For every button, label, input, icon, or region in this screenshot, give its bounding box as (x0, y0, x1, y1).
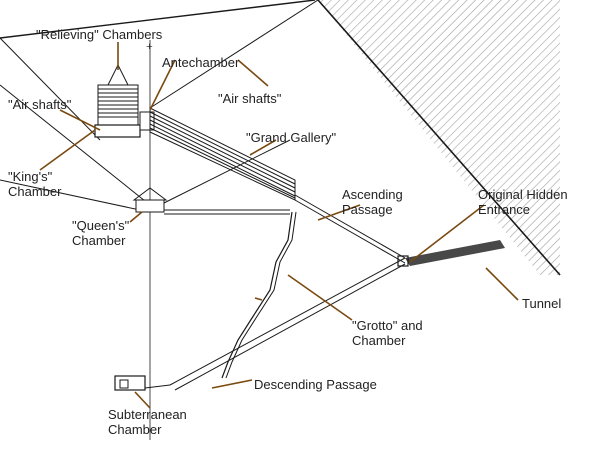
leader-lines (39, 42, 519, 409)
label-air-shafts-left: "Air shafts" (8, 97, 72, 112)
well-shaft (221, 211, 293, 379)
well-shaft-inner (225, 211, 297, 379)
pyramid-outline-right (317, 0, 561, 276)
subterranean-chamber-pit (119, 379, 129, 389)
relieving-chambers-stack (97, 63, 139, 126)
ascending-passage-lower (294, 199, 406, 264)
guide-line-top-diagonal (0, 37, 101, 141)
label-ascending-passage: Ascending Passage (342, 187, 403, 217)
label-antechamber: Antechamber (162, 55, 240, 70)
label-grotto-chamber: "Grotto" and Chamber (352, 318, 423, 348)
axis-cross-mark: + (146, 39, 153, 53)
label-air-shafts-right: "Air shafts" (218, 91, 282, 106)
descending-passage-upper (169, 257, 406, 386)
label-kings-chamber: "King's" Chamber (8, 169, 62, 199)
queens-chamber-room (135, 199, 165, 213)
guide-line-lower-left (0, 179, 141, 211)
ascending-passage-upper (294, 194, 406, 259)
kings-chamber-room (94, 124, 141, 138)
label-descending-passage: Descending Passage (254, 377, 377, 392)
label-subterranean-chamber: Subterranean Chamber (108, 407, 187, 437)
label-tunnel: Tunnel (522, 296, 562, 311)
guide-line-queen-to-gallery (159, 139, 291, 206)
descending-passage-floor (144, 384, 171, 389)
descending-passage-lower (174, 263, 406, 391)
guide-line-king-to-apex (149, 0, 319, 109)
entrance-marker (397, 255, 409, 267)
tunnel-hatched (405, 240, 505, 266)
label-original-hidden-entrance: Original Hidden Entrance (478, 187, 568, 217)
label-queens-chamber: "Queen's" Chamber (72, 218, 130, 248)
pyramid-outline-left (0, 0, 316, 39)
label-grand-gallery: "Grand Gallery" (246, 130, 337, 145)
grand-gallery-structure (149, 107, 296, 201)
label-relieving-chambers: "Relieving" Chambers (36, 27, 163, 42)
